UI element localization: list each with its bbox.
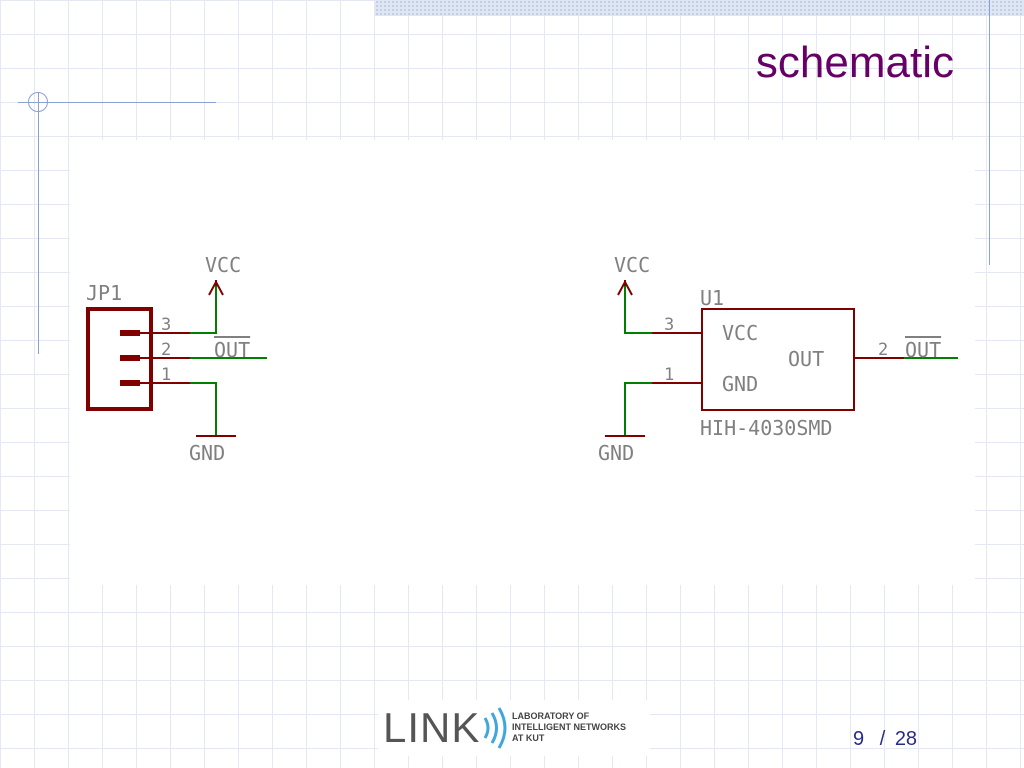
logo-line-2: INTELLIGENT NETWORKS	[512, 722, 626, 732]
left-rule	[38, 92, 39, 354]
page-total: 28	[894, 728, 918, 750]
schematic-panel: JP1 3 2 1 VCC OUT GND U	[70, 140, 975, 585]
jp1-gnd-label: GND	[189, 441, 225, 465]
u1-sensor: U1 VCC OUT GND HIH-4030SMD 3 1 2 VCC OUT	[598, 253, 958, 465]
header-rule	[18, 102, 216, 103]
jp1-label: JP1	[86, 281, 122, 305]
wireless-waves-icon	[483, 707, 507, 749]
jp1-vcc-arrow	[208, 279, 224, 296]
u1-pin2-number: 2	[878, 340, 888, 360]
right-rule	[989, 0, 990, 265]
page-current: 9	[853, 728, 865, 750]
u1-pin3-number: 3	[664, 315, 674, 335]
jp1-pin3-number: 3	[161, 315, 171, 335]
jp1-out-label: OUT	[214, 338, 250, 362]
u1-part-number: HIH-4030SMD	[700, 416, 832, 440]
jp1-gnd-wire	[190, 382, 217, 436]
logo-subtitle: LABORATORY OF INTELLIGENT NETWORKS AT KU…	[512, 711, 652, 744]
jp1-pin2-number: 2	[161, 340, 171, 360]
u1-body	[701, 308, 855, 411]
u1-pin-vcc-label: VCC	[722, 321, 758, 345]
u1-vcc-wire	[624, 286, 652, 334]
jp1-vcc-label: VCC	[205, 253, 241, 277]
page-separator: /	[879, 728, 886, 750]
u1-vcc-arrow	[617, 279, 633, 296]
u1-label: U1	[700, 286, 724, 310]
logo-line-1: LABORATORY OF	[512, 711, 590, 721]
lab-logo: LINK LABORATORY OF INTELLIGENT NETWORKS …	[378, 700, 650, 756]
u1-pin-out-label: OUT	[788, 347, 824, 371]
crosshair-ornament	[28, 92, 48, 112]
slide-title: schematic	[755, 38, 954, 87]
u1-gnd-wire	[624, 382, 652, 436]
u1-out-label: OUT	[905, 338, 941, 362]
u1-vcc-label: VCC	[614, 253, 650, 277]
u1-gnd-label: GND	[598, 441, 634, 465]
jp1-connector: JP1 3 2 1 VCC OUT GND	[86, 253, 267, 465]
jp1-pin1-number: 1	[161, 365, 171, 385]
logo-line-3: AT KUT	[512, 733, 545, 743]
u1-pin-gnd-label: GND	[722, 372, 758, 396]
u1-pin1-number: 1	[664, 365, 674, 385]
schematic-diagram: JP1 3 2 1 VCC OUT GND U	[86, 253, 958, 465]
jp1-vcc-wire	[190, 286, 217, 334]
logo-wordmark: LINK	[383, 704, 481, 751]
page-number: 9 / 28	[853, 728, 917, 751]
top-decorative-band	[375, 0, 1024, 16]
